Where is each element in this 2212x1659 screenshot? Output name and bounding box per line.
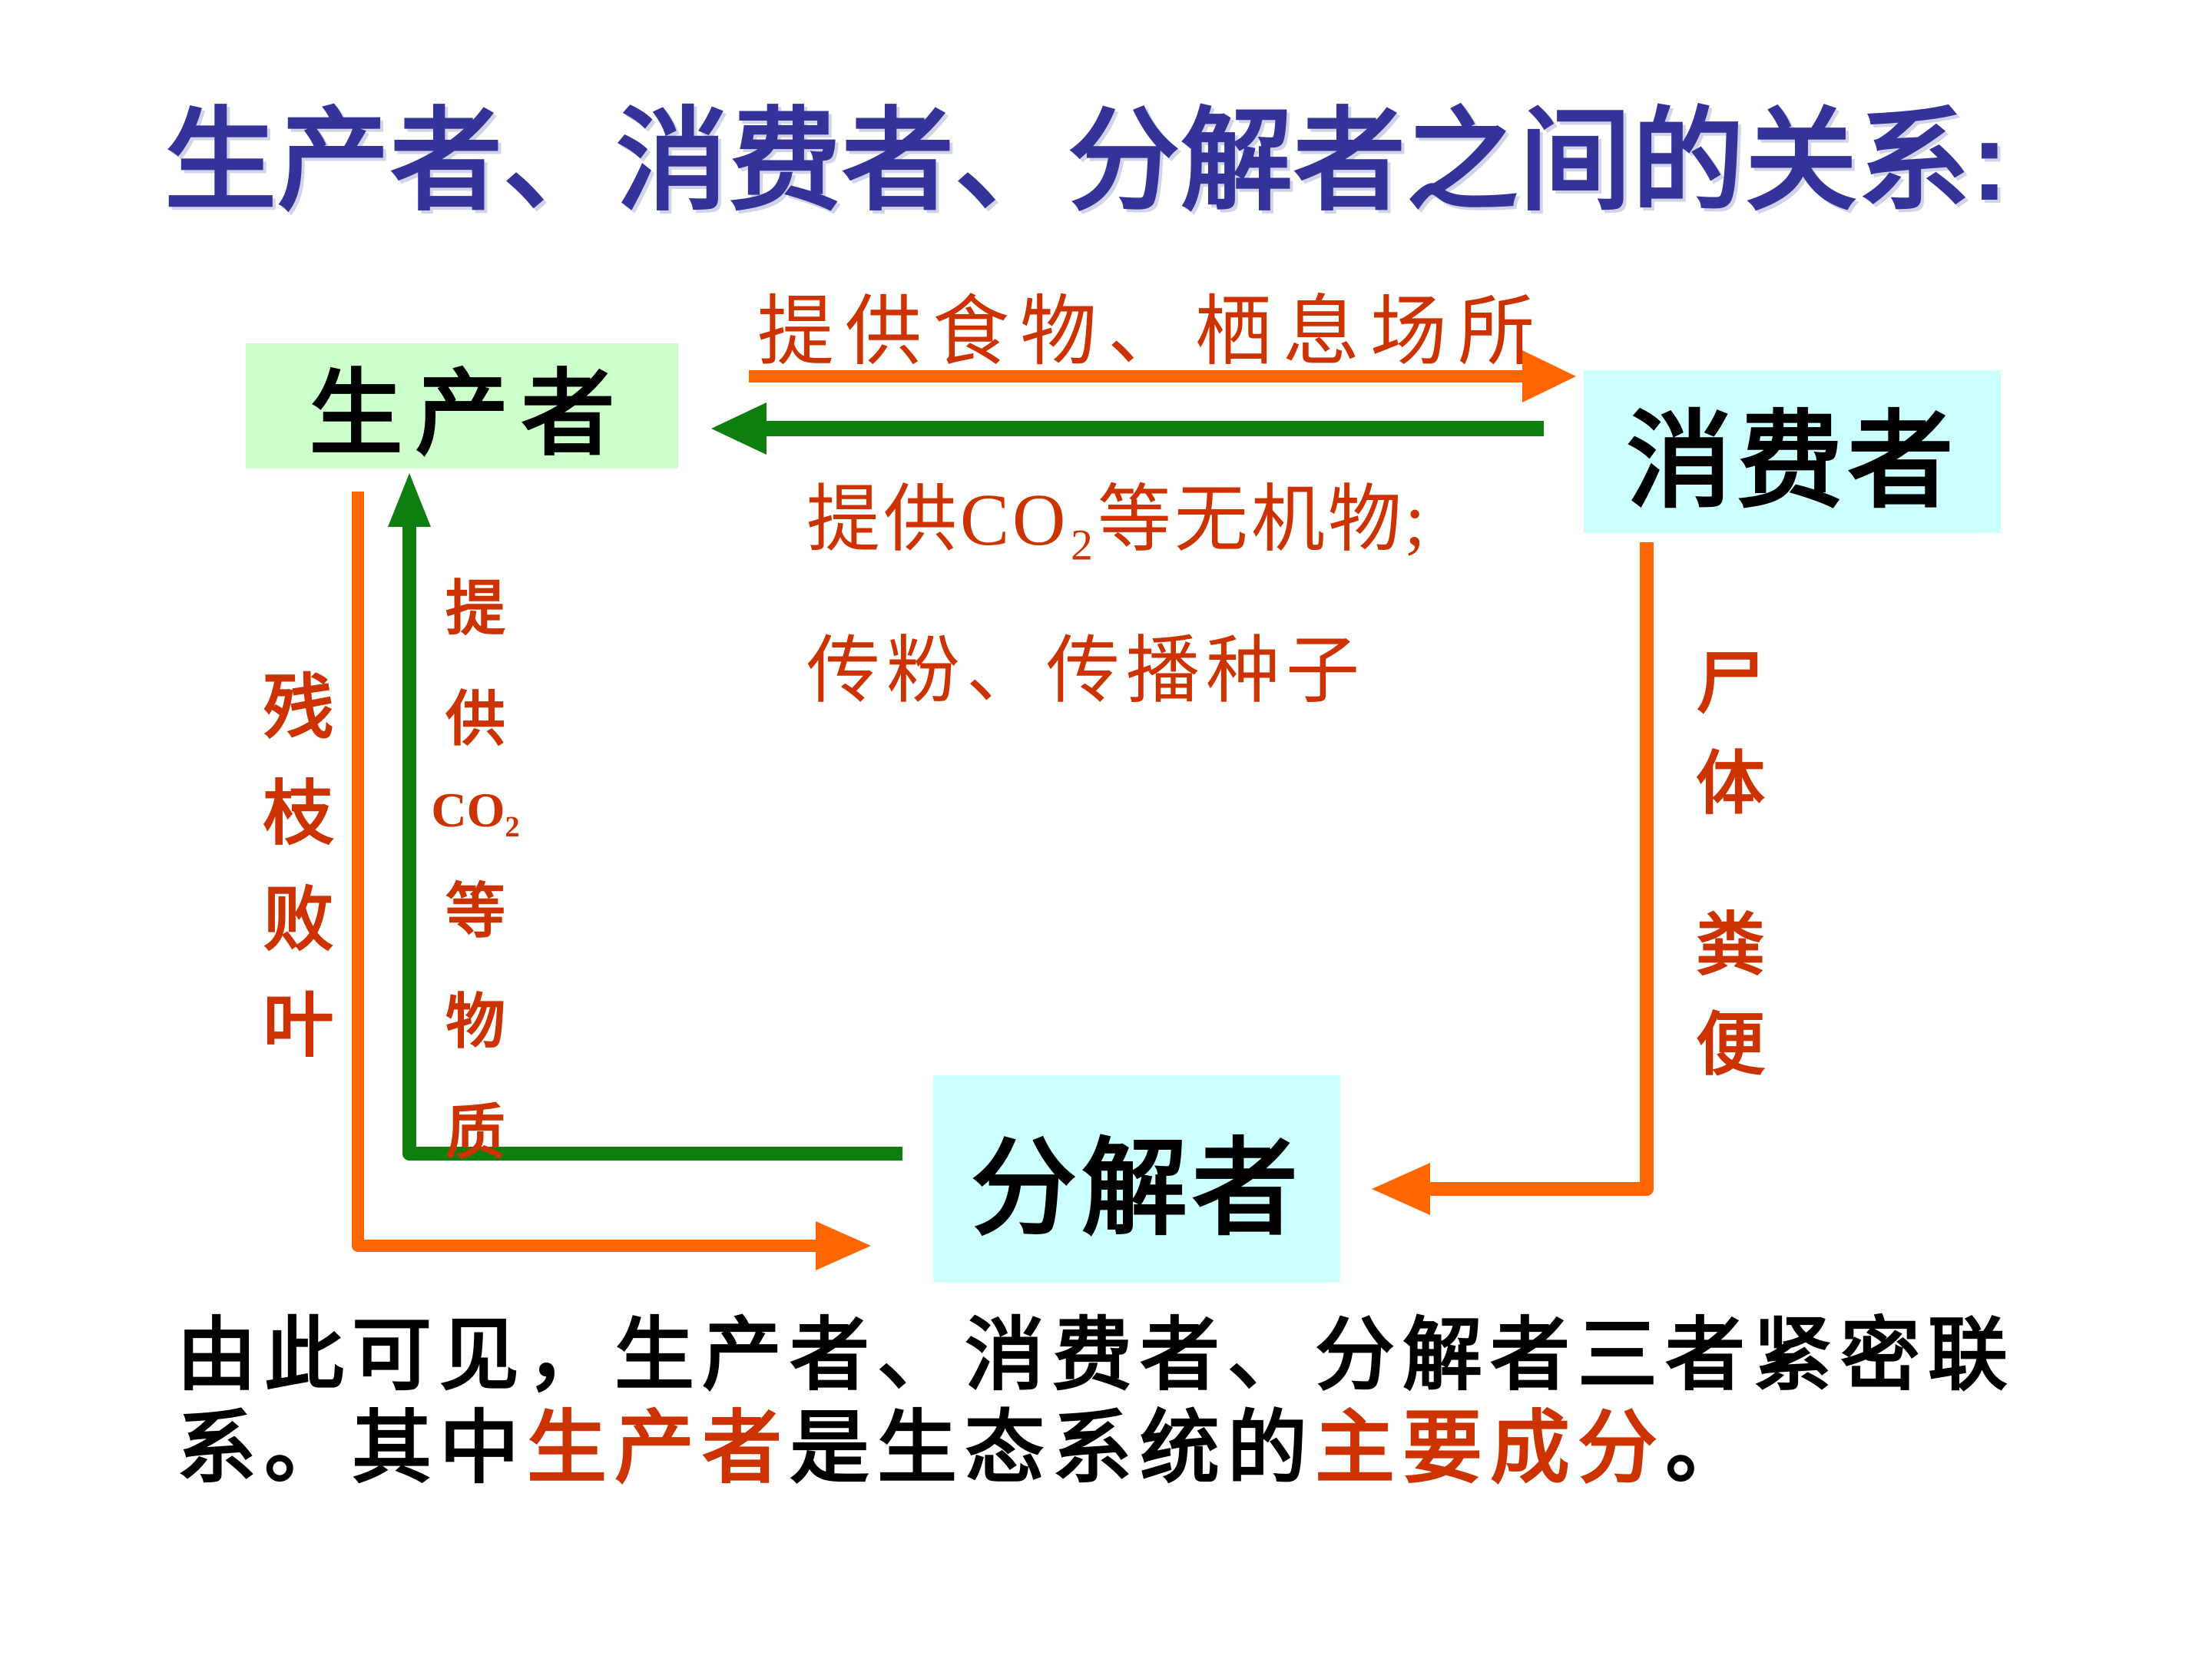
- label-provide-food-habitat: 提供食物、栖息场所: [757, 290, 1545, 375]
- co2-col-char: 物: [445, 988, 505, 1055]
- decomposer-label: 分解者: [970, 1130, 1303, 1248]
- label-debris-leaves: 残枝败叶: [253, 670, 331, 1094]
- conclusion-line-1: 由此可见，生产者、消费者、分解者三者紧密联: [177, 1311, 2016, 1400]
- label-feces: 粪便: [1685, 908, 1761, 1108]
- label-pollination-seeds: 传粉、传播种子: [806, 630, 1366, 712]
- conclusion-main-component-highlight: 主要成分: [1315, 1403, 1666, 1493]
- arrow-consumer-to-decomposer: [1372, 542, 1654, 1215]
- producer-label: 生产者: [309, 362, 628, 466]
- label-provide-co2-substances: 提 供 CO₂ 等 物 质: [418, 561, 533, 1171]
- page-title: 生产者、消费者、分解者之间的关系:: [164, 98, 2009, 224]
- label-corpse: 尸体: [1685, 647, 1761, 846]
- co2-col-char: 质: [445, 1099, 505, 1166]
- decomposer-box: 分解者: [933, 1075, 1340, 1283]
- conclusion-paragraph: 由此可见，生产者、消费者、分解者三者紧密联 系。其中生产者是生态系统的主要成分。: [177, 1310, 2097, 1495]
- co2-col-chem: CO₂: [431, 783, 520, 837]
- producer-box: 生产者: [246, 343, 678, 469]
- consumer-label: 消费者: [1626, 402, 1959, 521]
- co2-col-char: 提: [445, 575, 505, 642]
- arrow-decomposer-to-producer: [388, 473, 902, 1161]
- label-provide-co2-inorganic: 提供CO₂等无机物;: [806, 478, 1429, 561]
- conclusion-line-2: 系。其中生产者是生态系统的主要成分。: [177, 1402, 2097, 1495]
- arrow-consumer-to-producer: [711, 402, 1544, 455]
- conclusion-line2-end: 。: [1665, 1403, 1753, 1493]
- consumer-box: 消费者: [1584, 370, 2001, 533]
- conclusion-line2-mid: 是生态系统的: [790, 1403, 1316, 1493]
- conclusion-producer-highlight: 生产者: [527, 1403, 790, 1493]
- arrow-producer-to-consumer: [749, 350, 1576, 402]
- co2-col-char: 等: [445, 878, 505, 945]
- arrow-producer-to-decomposer: [352, 492, 871, 1270]
- co2-col-char: 供: [445, 686, 505, 753]
- conclusion-line2-pre: 系。其中: [177, 1403, 528, 1493]
